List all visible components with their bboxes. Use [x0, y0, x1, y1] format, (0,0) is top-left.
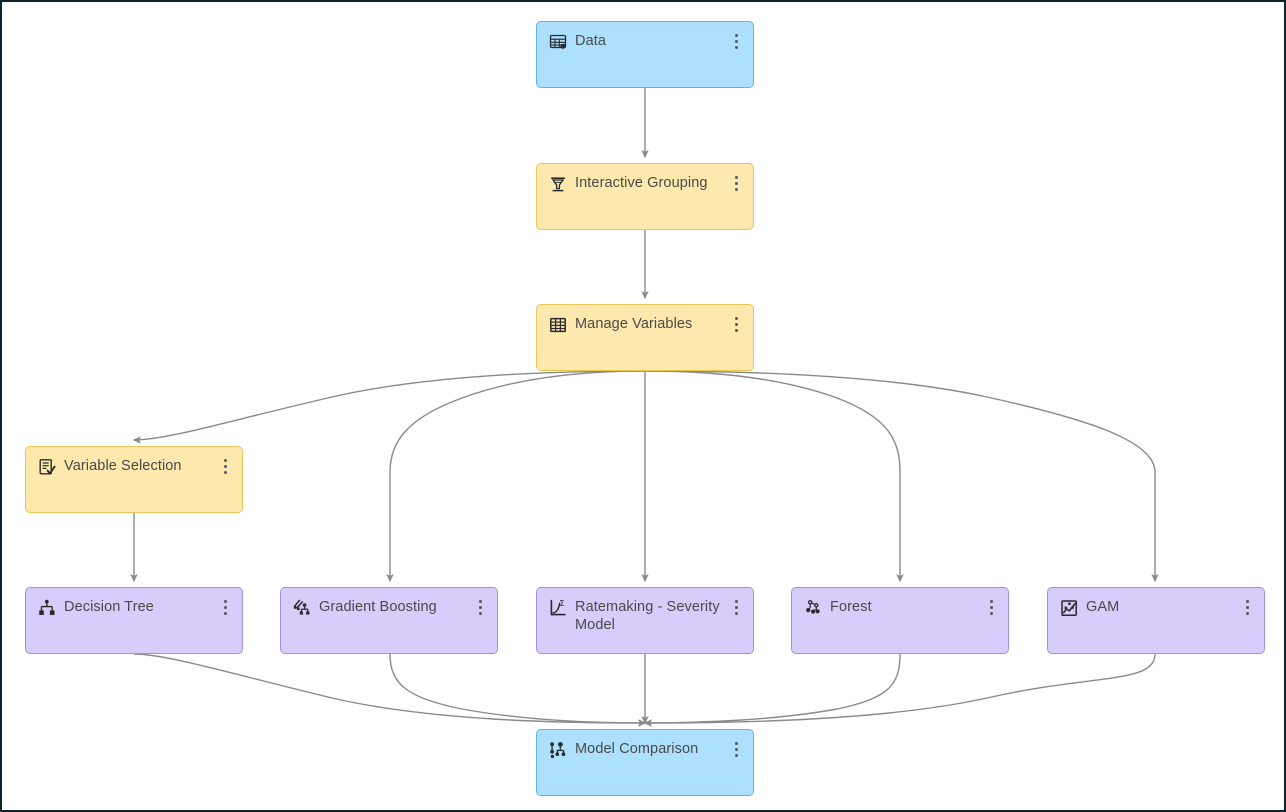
- node-header: Manage Variables: [537, 305, 753, 335]
- node-header: Gradient Boosting: [281, 588, 497, 618]
- node-forest[interactable]: Forest: [791, 587, 1009, 654]
- edge-manage-variables-to-variable-selection: [132, 370, 646, 444]
- edge-forest-to-model-comparison: [643, 653, 901, 727]
- kebab-menu-icon[interactable]: [218, 456, 232, 476]
- kebab-menu-icon[interactable]: [984, 597, 998, 617]
- node-label: Ratemaking - Severity Model: [575, 599, 720, 633]
- node-label: Interactive Grouping: [575, 175, 708, 191]
- node-label: Data: [575, 33, 607, 49]
- node-ratemaking-severity-model[interactable]: Σ Ratemaking - Severity Model: [536, 587, 754, 654]
- node-label: Model Comparison: [575, 741, 699, 757]
- gradient-boosting-icon: [292, 598, 312, 618]
- node-header: Variable Selection: [26, 447, 242, 477]
- node-label: Gradient Boosting: [319, 599, 437, 615]
- kebab-menu-icon[interactable]: [729, 31, 743, 51]
- svg-text:Σ: Σ: [559, 598, 564, 608]
- kebab-menu-icon[interactable]: [729, 739, 743, 759]
- node-variable-selection[interactable]: Variable Selection: [25, 446, 243, 513]
- edge-decision-tree-to-model-comparison: [133, 653, 647, 727]
- edge-manage-variables-to-gam: [644, 370, 1159, 583]
- kebab-menu-icon[interactable]: [729, 314, 743, 334]
- edge-manage-variables-to-forest: [644, 370, 904, 583]
- node-header: GAM: [1048, 588, 1264, 618]
- model-comparison-icon: [548, 740, 568, 760]
- document-check-icon: [37, 457, 57, 477]
- node-label: Forest: [830, 599, 872, 615]
- node-interactive-grouping[interactable]: Interactive Grouping: [536, 163, 754, 230]
- node-gam[interactable]: GAM: [1047, 587, 1265, 654]
- node-header: Forest: [792, 588, 1008, 618]
- node-model-comparison[interactable]: Model Comparison: [536, 729, 754, 796]
- severity-curve-icon: Σ: [548, 598, 568, 618]
- kebab-menu-icon[interactable]: [729, 597, 743, 617]
- edge-gam-to-model-comparison: [643, 653, 1156, 727]
- kebab-menu-icon[interactable]: [1240, 597, 1254, 617]
- decision-tree-icon: [37, 598, 57, 618]
- node-label: Decision Tree: [64, 599, 154, 615]
- node-header: Interactive Grouping: [537, 164, 753, 194]
- kebab-menu-icon[interactable]: [473, 597, 487, 617]
- node-gradient-boosting[interactable]: Gradient Boosting: [280, 587, 498, 654]
- gam-chart-icon: [1059, 598, 1079, 618]
- kebab-menu-icon[interactable]: [218, 597, 232, 617]
- grid-table-icon: [548, 315, 568, 335]
- node-decision-tree[interactable]: Decision Tree: [25, 587, 243, 654]
- node-header: Decision Tree: [26, 588, 242, 618]
- edge-manage-variables-to-gradient-boosting: [386, 370, 646, 583]
- node-label: Variable Selection: [64, 458, 182, 474]
- forest-icon: [803, 598, 823, 618]
- kebab-menu-icon[interactable]: [729, 173, 743, 193]
- node-manage-variables[interactable]: Manage Variables: [536, 304, 754, 371]
- node-header: Data: [537, 22, 753, 52]
- node-label: GAM: [1086, 599, 1120, 615]
- edge-gradient-boosting-to-model-comparison: [389, 653, 647, 727]
- data-table-icon: [548, 32, 568, 52]
- grouping-funnel-icon: [548, 174, 568, 194]
- node-header: Model Comparison: [537, 730, 753, 760]
- node-label: Manage Variables: [575, 316, 693, 332]
- node-data[interactable]: Data: [536, 21, 754, 88]
- node-header: Σ Ratemaking - Severity Model: [537, 588, 753, 634]
